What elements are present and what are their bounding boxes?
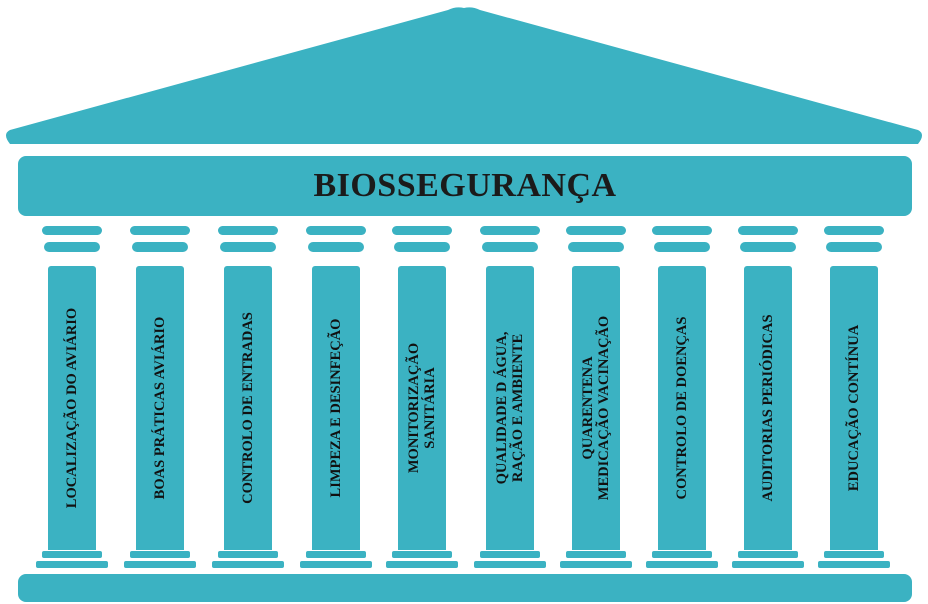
pillar-label-line: LOCALIZAÇÃO DO AVIÁRIO — [64, 307, 80, 509]
pillar-base-top — [738, 551, 798, 558]
pillar-label-line: MEDICAÇÃO VACINAÇÃO — [596, 315, 612, 501]
pillar-capital-bottom — [654, 242, 710, 252]
pillar: QUALIDADE D ÁGUA,RAÇÃO E AMBIENTE — [486, 266, 534, 550]
pillar-base-bottom — [474, 561, 546, 568]
pillar-label-line: SANITÁRIA — [422, 367, 438, 449]
pillar: LOCALIZAÇÃO DO AVIÁRIO — [48, 266, 96, 550]
pillar-base-top — [566, 551, 626, 558]
pillar: CONTROLO DE ENTRADAS — [224, 266, 272, 550]
pillar-label-line: MONITORIZAÇÃO — [406, 342, 422, 474]
pillar-base-top — [42, 551, 102, 558]
pillar-label-line: CONTROLO DE DOENÇAS — [674, 316, 690, 500]
pillar-base-bottom — [818, 561, 890, 568]
pillar-capital-bottom — [740, 242, 796, 252]
pillar-label: CONTROLO DE DOENÇAS — [658, 266, 706, 550]
pillar-label: LOCALIZAÇÃO DO AVIÁRIO — [48, 266, 96, 550]
pillar-capital-top — [738, 226, 798, 235]
pillar-label: CONTROLO DE ENTRADAS — [224, 266, 272, 550]
pillar: AUDITORIAS PERIÓDICAS — [744, 266, 792, 550]
pillar-base-top — [130, 551, 190, 558]
pillar-capital-bottom — [826, 242, 882, 252]
pillar-capital-bottom — [394, 242, 450, 252]
pillar-base-top — [218, 551, 278, 558]
pillar-capital-bottom — [220, 242, 276, 252]
pillar-label: LIMPEZA E DESINFEÇÃO — [312, 266, 360, 550]
pillar-capital-top — [392, 226, 452, 235]
pillar-capital-top — [480, 226, 540, 235]
pillar-capital-top — [824, 226, 884, 235]
pillar-label-line: QUARENTENA — [580, 356, 596, 460]
pillar: EDUCAÇÃO CONTÍNUA — [830, 266, 878, 550]
pillar-base-bottom — [124, 561, 196, 568]
temple-beam: BIOSSEGURANÇA — [18, 156, 912, 216]
pillar-base-top — [652, 551, 712, 558]
pillar-base-bottom — [36, 561, 108, 568]
pillar-label: QUALIDADE D ÁGUA,RAÇÃO E AMBIENTE — [486, 266, 534, 550]
pillar-capital-top — [130, 226, 190, 235]
pillar-label-line: EDUCAÇÃO CONTÍNUA — [846, 324, 862, 492]
temple-roof — [6, 7, 922, 145]
temple-base-platform — [18, 574, 912, 602]
pillar-capital-top — [566, 226, 626, 235]
pillar-capital-top — [42, 226, 102, 235]
pillar-capital-bottom — [482, 242, 538, 252]
pillar-base-bottom — [300, 561, 372, 568]
pillar-capital-bottom — [132, 242, 188, 252]
pillar-capital-top — [652, 226, 712, 235]
pillar-label-line: LIMPEZA E DESINFEÇÃO — [328, 318, 344, 498]
pillar-base-top — [824, 551, 884, 558]
pillar-label: EDUCAÇÃO CONTÍNUA — [830, 266, 878, 550]
pillar-label: BOAS PRÁTICAS AVIÁRIO — [136, 266, 184, 550]
pillar-base-bottom — [646, 561, 718, 568]
pillar-label-line: BOAS PRÁTICAS AVIÁRIO — [152, 316, 168, 500]
pillar-base-bottom — [212, 561, 284, 568]
pillar-label-line: QUALIDADE D ÁGUA, — [494, 331, 510, 485]
pillar-capital-bottom — [308, 242, 364, 252]
pillar-base-bottom — [732, 561, 804, 568]
pillar-label-line: CONTROLO DE ENTRADAS — [240, 312, 256, 504]
pillar-capital-top — [218, 226, 278, 235]
pillar: LIMPEZA E DESINFEÇÃO — [312, 266, 360, 550]
pillar-base-bottom — [560, 561, 632, 568]
pillar-base-top — [306, 551, 366, 558]
pillar-capital-top — [306, 226, 366, 235]
diagram-title: BIOSSEGURANÇA — [313, 167, 617, 204]
pillar-label: AUDITORIAS PERIÓDICAS — [744, 266, 792, 550]
pillar-label-line: AUDITORIAS PERIÓDICAS — [760, 314, 776, 502]
pillar-base-bottom — [386, 561, 458, 568]
pillar-capital-bottom — [44, 242, 100, 252]
pillar: CONTROLO DE DOENÇAS — [658, 266, 706, 550]
pillar: BOAS PRÁTICAS AVIÁRIO — [136, 266, 184, 550]
pillar-capital-bottom — [568, 242, 624, 252]
pillar-base-top — [480, 551, 540, 558]
pillar-label-line: RAÇÃO E AMBIENTE — [510, 333, 526, 483]
pillar-base-top — [392, 551, 452, 558]
